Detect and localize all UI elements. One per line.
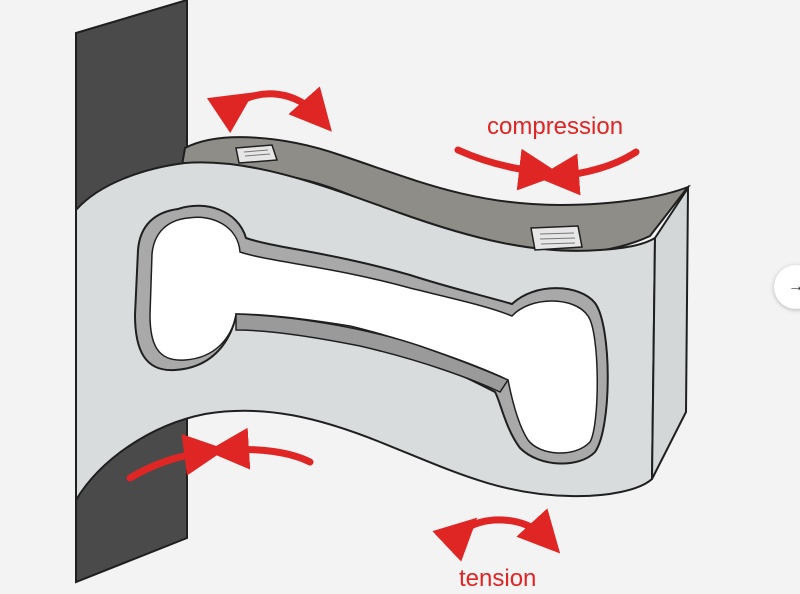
double-arrow-top-left xyxy=(206,86,332,134)
beam-end-face xyxy=(651,184,690,480)
strain-gauge-right xyxy=(530,225,583,251)
strain-gauge-left xyxy=(235,144,279,164)
compression-arrow-left xyxy=(454,146,561,191)
arrow-right-icon: → xyxy=(788,278,800,295)
bottom-left-arrow-left xyxy=(126,433,226,482)
cavity-inner-ledge xyxy=(235,313,510,393)
compression-arrow-right xyxy=(537,148,640,196)
bottom-left-arrow-right xyxy=(207,427,314,470)
tension-label: tension xyxy=(459,565,536,592)
compression-label: compression xyxy=(487,113,623,140)
cavity-hole xyxy=(149,216,598,454)
tension-double-arrow xyxy=(432,508,561,562)
